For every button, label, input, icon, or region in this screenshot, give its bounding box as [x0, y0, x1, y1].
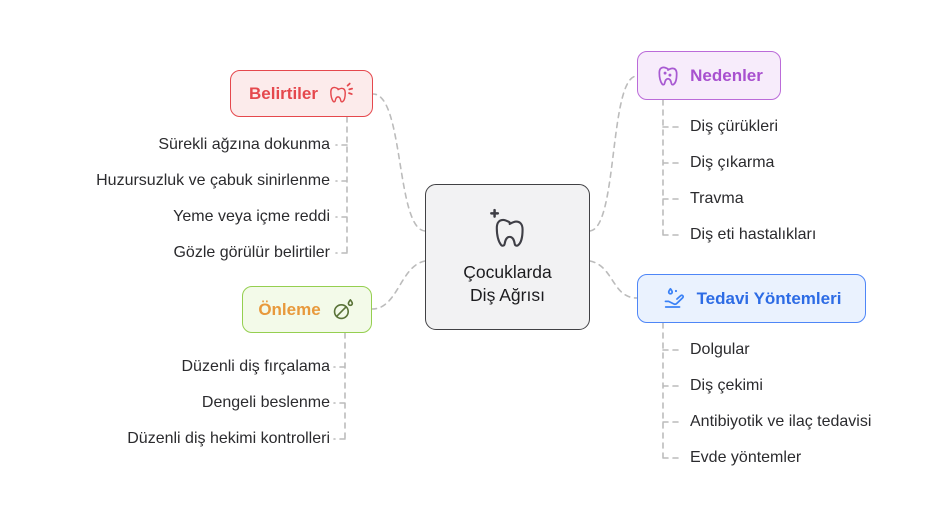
branch-items-nedenler: Diş çürükleri Diş çıkarma Travma Diş eti… — [690, 109, 920, 253]
branch-item[interactable]: Evde yöntemler — [690, 449, 802, 466]
connector-center-onleme — [371, 260, 426, 310]
branch-item[interactable]: Yeme veya içme reddi — [173, 208, 330, 225]
branch-item[interactable]: Dolgular — [690, 341, 750, 358]
connector-nedenler-items — [662, 99, 679, 236]
connector-center-tedavi — [589, 260, 638, 299]
branch-items-onleme: Düzenli diş fırçalama Dengeli beslenme D… — [30, 349, 330, 457]
branch-items-tedavi: Dolgular Diş çekimi Antibiyotik ve ilaç … — [690, 332, 935, 476]
tooth-protection-icon — [330, 297, 356, 323]
branch-label-tedavi: Tedavi Yöntemleri — [696, 288, 842, 308]
branch-items-belirtiler: Sürekli ağzına dokunma Huzursuzluk ve ça… — [20, 127, 330, 271]
branch-label-belirtiler: Belirtiler — [249, 83, 318, 103]
connector-center-belirtiler — [372, 93, 426, 232]
branch-label-nedenler: Nedenler — [690, 65, 763, 85]
branch-item[interactable]: Sürekli ağzına dokunma — [158, 136, 330, 153]
branch-item[interactable]: Travma — [690, 190, 744, 207]
branch-node-onleme[interactable]: Önleme — [242, 286, 372, 333]
central-topic-title: Çocuklarda Diş Ağrısı — [463, 261, 552, 307]
treatment-hand-icon — [662, 286, 688, 312]
branch-node-tedavi[interactable]: Tedavi Yöntemleri — [637, 274, 866, 323]
branch-node-nedenler[interactable]: Nedenler — [637, 51, 781, 100]
connector-tedavi-items — [662, 322, 679, 459]
connector-belirtiler-items — [335, 116, 348, 254]
branch-item[interactable]: Düzenli diş fırçalama — [181, 358, 331, 375]
tooth-cavity-icon — [655, 63, 681, 89]
branch-label-onleme: Önleme — [258, 299, 321, 319]
central-title-line2: Diş Ağrısı — [470, 285, 545, 305]
central-title-line1: Çocuklarda — [463, 261, 552, 282]
connector-center-nedenler — [589, 75, 638, 232]
branch-item[interactable]: Diş eti hastalıkları — [690, 226, 817, 243]
branch-item[interactable]: Diş çekimi — [690, 377, 763, 394]
branch-item[interactable]: Huzursuzluk ve çabuk sinirlenme — [96, 172, 330, 189]
tooth-plus-icon — [485, 207, 531, 253]
branch-item[interactable]: Dengeli beslenme — [201, 394, 330, 411]
branch-item[interactable]: Diş çürükleri — [690, 118, 779, 135]
branch-item[interactable]: Gözle görülür belirtiler — [173, 244, 330, 261]
branch-item[interactable]: Diş çıkarma — [690, 154, 775, 171]
tooth-pain-icon — [327, 80, 354, 107]
branch-item[interactable]: Antibiyotik ve ilaç tedavisi — [690, 413, 872, 430]
branch-item[interactable]: Düzenli diş hekimi kontrolleri — [127, 430, 330, 447]
connector-onleme-items — [333, 332, 346, 440]
central-topic-node[interactable]: Çocuklarda Diş Ağrısı — [425, 184, 590, 330]
branch-node-belirtiler[interactable]: Belirtiler — [230, 70, 373, 117]
